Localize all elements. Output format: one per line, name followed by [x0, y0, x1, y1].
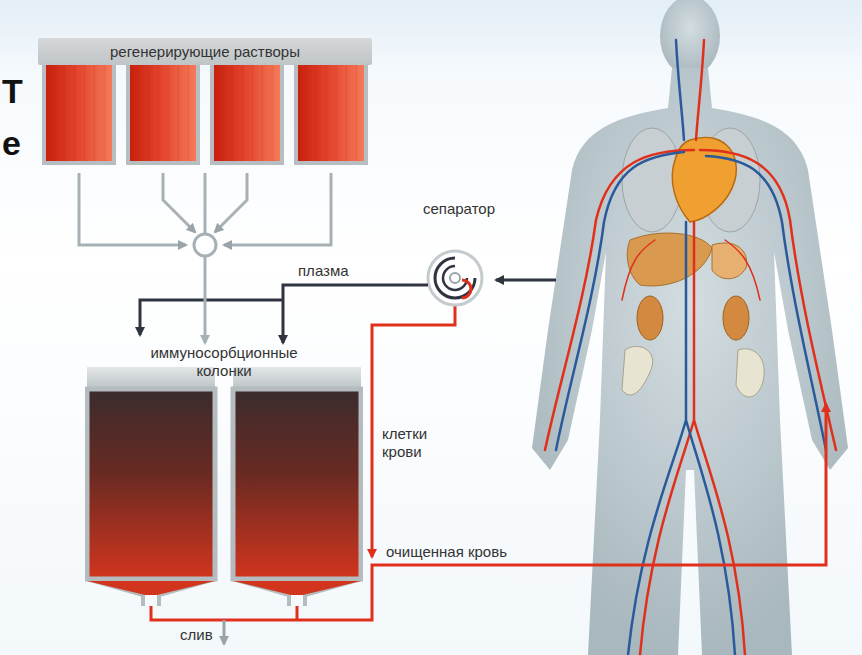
- graphic-part: [215, 173, 247, 232]
- graphic-part: [532, 68, 848, 655]
- separator-unit: сепаратор: [410, 200, 508, 310]
- immunosorption-columns: иммуносорбционные колонки: [85, 343, 363, 606]
- graphic-part: [736, 349, 764, 397]
- graphic-part: [545, 40, 836, 450]
- separator-hub: [450, 273, 460, 283]
- plasma-branch-line: [140, 300, 283, 335]
- sorbent-column: [233, 389, 361, 579]
- flow-label: очищенная кровь: [386, 543, 507, 561]
- graphic-part: [627, 233, 712, 286]
- separator-drum: [428, 251, 482, 305]
- solution-container: [126, 65, 200, 165]
- columns-label: иммуносорбционные колонки: [85, 344, 363, 380]
- plasma-outlet: [410, 284, 428, 287]
- graphic-part: [622, 346, 653, 394]
- column-cap: [233, 367, 361, 389]
- column-outlet-line: [296, 606, 299, 620]
- regen-solutions-panel: регенерирующие растворы: [38, 38, 372, 173]
- graphic-part: [622, 240, 760, 300]
- vessels: [545, 40, 836, 655]
- column-cap: [87, 367, 215, 389]
- drain-arrow: [223, 620, 226, 644]
- separator-label: сепаратор: [410, 200, 508, 218]
- graphic-part: [163, 173, 195, 232]
- graphic-part: [556, 40, 826, 450]
- graphic-part: [628, 222, 735, 655]
- graphic-part: [637, 296, 663, 340]
- separator-spiral: [443, 266, 467, 290]
- flow-label: клетки крови: [382, 425, 462, 461]
- plasma-connector: [283, 285, 410, 343]
- body-silhouette: [532, 0, 848, 655]
- edge-label: плазма: [298, 262, 349, 280]
- solution-feed-connector: [204, 173, 207, 343]
- separator-spiral: [435, 258, 475, 298]
- sorbent-column: [87, 389, 215, 579]
- column-funnel: [87, 579, 215, 606]
- solution-container: [294, 65, 368, 165]
- solution-container: [42, 65, 116, 165]
- panel-title: регенерирующие растворы: [110, 43, 300, 61]
- drain-label: слив: [180, 626, 213, 644]
- column-pair: [85, 343, 363, 606]
- graphic-part: [660, 0, 720, 76]
- blood-inflow-line: [496, 279, 556, 282]
- mixer-circle: [194, 234, 216, 256]
- column-funnel: [233, 579, 361, 606]
- title-fragment: е: [2, 124, 21, 162]
- solution-container: [210, 65, 284, 165]
- graphic-part: [723, 296, 749, 340]
- graphic-part: [712, 243, 747, 279]
- column-outlet: [87, 581, 215, 595]
- title-fragment: Т: [2, 72, 23, 110]
- separator-red-outlet: [462, 280, 471, 298]
- column-outlet: [233, 581, 361, 595]
- panel-header: регенерирующие растворы: [38, 38, 372, 65]
